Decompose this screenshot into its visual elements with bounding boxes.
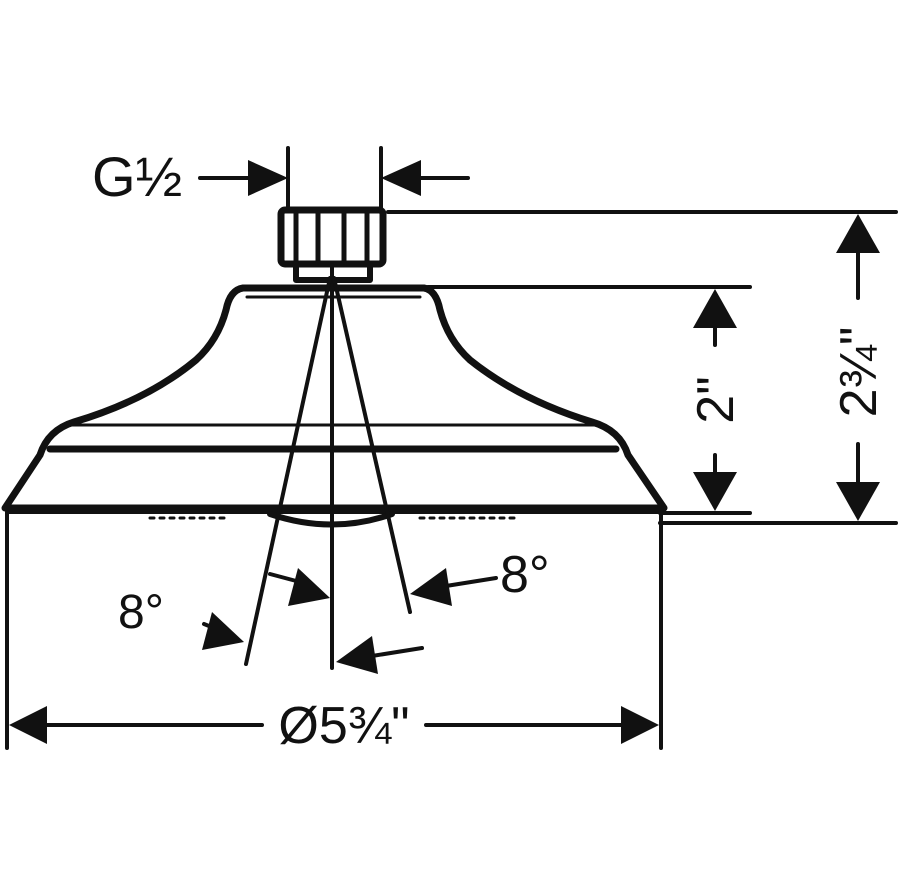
shower-head-body [1,284,668,528]
diameter-dimension [5,510,663,750]
angle-label-left: 8° [118,586,164,639]
diameter-label: Ø5¾" [278,697,409,755]
thread-label: G½ [92,145,182,208]
height-label-face: 2" [687,376,745,423]
height-dimensions [386,210,898,525]
height-label-total: 2¾" [830,327,888,418]
spray-cone [244,263,412,670]
thread-dimension [198,146,470,210]
angle-label-right: 8° [500,546,550,604]
angle-arrows [202,568,498,674]
